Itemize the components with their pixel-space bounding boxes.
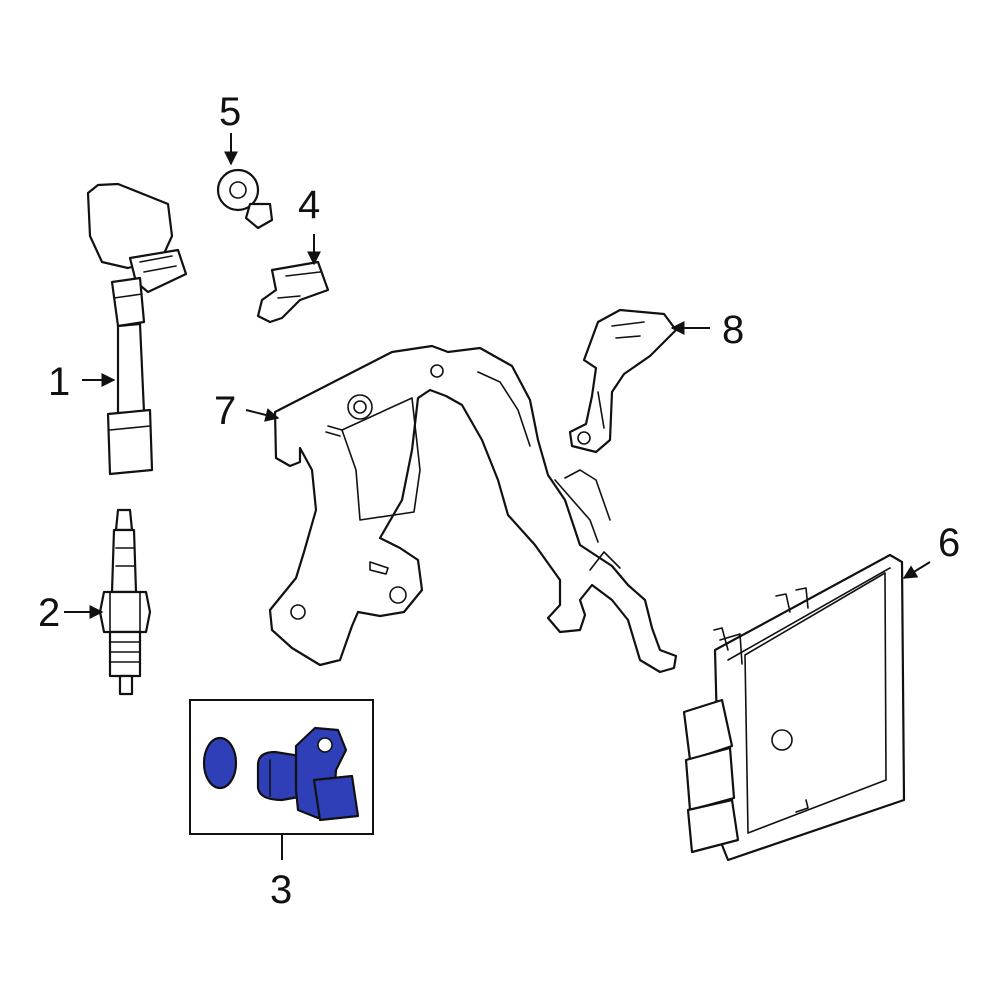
- crankshaft-sensor[interactable]: [256, 260, 330, 324]
- callout-label-6: 6: [938, 521, 960, 565]
- callout-label-4: 4: [298, 183, 320, 227]
- callout-label-1: 1: [48, 360, 70, 404]
- callout-label-7: 7: [214, 389, 236, 433]
- camshaft-position-sensor[interactable]: [202, 726, 360, 822]
- callout-3: 3: [270, 834, 292, 912]
- small-bracket[interactable]: [568, 308, 678, 454]
- ecm-bracket[interactable]: [268, 344, 678, 674]
- callout-4: 4: [298, 183, 321, 266]
- callout-label-3: 3: [270, 868, 292, 912]
- callout-1: 1: [48, 360, 116, 404]
- ignition-coil[interactable]: [86, 182, 188, 476]
- engine-control-module[interactable]: [682, 553, 906, 862]
- callout-label-2: 2: [38, 591, 60, 635]
- knock-sensor[interactable]: [216, 168, 274, 230]
- callout-label-8: 8: [722, 308, 744, 352]
- callout-6: 6: [902, 521, 960, 579]
- callout-7: 7: [214, 389, 280, 433]
- callout-8: 8: [670, 308, 744, 352]
- callout-label-5: 5: [219, 90, 241, 134]
- spark-plug[interactable]: [98, 508, 152, 696]
- callout-5: 5: [219, 90, 241, 166]
- sensor-o-ring: [202, 736, 238, 790]
- callout-2: 2: [38, 591, 104, 635]
